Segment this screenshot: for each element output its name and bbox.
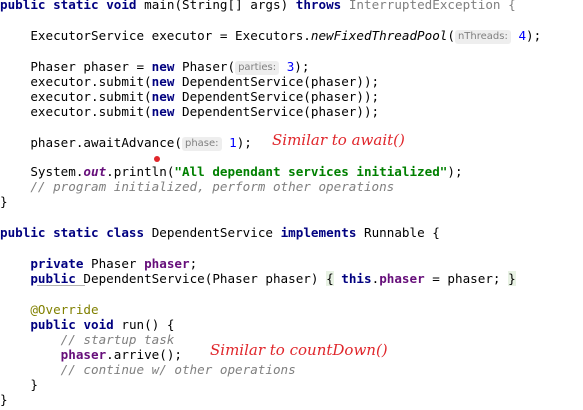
code-comment: // startup task bbox=[0, 332, 175, 347]
field-name: phaser bbox=[60, 347, 107, 362]
field-name: phaser bbox=[379, 271, 425, 286]
field-name: phaser bbox=[144, 256, 190, 271]
method-name: main(String[] args) bbox=[136, 0, 296, 12]
code-line-close-brace: } bbox=[0, 377, 38, 392]
code-line-println: System.out.println("All dependant servic… bbox=[0, 162, 463, 182]
keyword: public bbox=[0, 0, 46, 12]
code-line-phaser-decl: Phaser phaser = new Phaser(parties: 3); bbox=[0, 57, 309, 77]
code-line-main-signature: public static void main(String[] args) t… bbox=[0, 0, 516, 15]
code-text: phaser.awaitAdvance( bbox=[0, 135, 182, 150]
keyword: public bbox=[30, 271, 76, 286]
code-text: DependentService(Phaser phaser) bbox=[75, 271, 327, 286]
code-line-submit: executor.submit(new DependentService(pha… bbox=[0, 87, 379, 107]
caret-line-marker bbox=[37, 285, 85, 286]
code-comment: // continue w/ other operations bbox=[0, 362, 296, 377]
keyword: implements bbox=[280, 225, 357, 240]
keyword: static bbox=[53, 225, 99, 240]
code-text: DependentService(phaser)); bbox=[174, 89, 380, 104]
code-line-run-signature: public void run() { bbox=[0, 315, 174, 335]
code-text: DependentService(phaser)); bbox=[174, 104, 380, 119]
code-comment: // program initialized, perform other op… bbox=[0, 179, 395, 194]
static-field: out bbox=[83, 164, 107, 179]
keyword: throws bbox=[295, 0, 342, 12]
code-text: ExecutorService executor = Executors. bbox=[0, 28, 311, 43]
param-hint: phase: bbox=[181, 137, 222, 151]
number-literal: 4 bbox=[518, 28, 527, 43]
code-text: ); bbox=[236, 135, 252, 150]
code-text: Runnable { bbox=[356, 225, 440, 240]
folded-brace-close: } bbox=[508, 271, 516, 286]
code-text: Phaser phaser = bbox=[0, 59, 152, 74]
code-text: executor.submit( bbox=[0, 74, 152, 89]
class-name: DependentService bbox=[144, 225, 281, 240]
keyword: new bbox=[151, 104, 175, 119]
code-text: = phaser; bbox=[424, 271, 509, 286]
breakpoint-dot bbox=[154, 156, 160, 162]
code-text: run() { bbox=[113, 317, 175, 332]
static-method: newFixedThreadPool bbox=[310, 28, 448, 43]
keyword: public bbox=[30, 317, 76, 332]
code-line-submit: executor.submit(new DependentService(pha… bbox=[0, 72, 379, 92]
code-line-field-decl: private Phaser phaser; bbox=[0, 254, 197, 274]
code-line-constructor: public DependentService(Phaser phaser) {… bbox=[0, 269, 516, 289]
string-literal: "All dependant services initialized" bbox=[174, 164, 448, 179]
code-indent bbox=[0, 271, 30, 286]
number-literal: 1 bbox=[229, 135, 237, 150]
keyword: this bbox=[341, 271, 372, 286]
keyword: void bbox=[83, 317, 114, 332]
code-line-close-brace: } bbox=[0, 392, 8, 407]
code-line-submit: executor.submit(new DependentService(pha… bbox=[0, 102, 379, 122]
code-annotation-override: @Override bbox=[0, 302, 99, 317]
handwritten-note-countdown: Similar to countDown() bbox=[210, 341, 388, 359]
code-line-await-advance: phaser.awaitAdvance(phase: 1); bbox=[0, 133, 252, 153]
code-line-close-brace: } bbox=[0, 194, 8, 209]
number-literal: 3 bbox=[286, 59, 295, 74]
code-text: System. bbox=[0, 164, 84, 179]
code-text: .println( bbox=[106, 164, 175, 179]
code-line-executor: ExecutorService executor = Executors.new… bbox=[0, 26, 541, 46]
code-line-arrive: phaser.arrive(); bbox=[0, 345, 182, 365]
folded-brace-open: { bbox=[326, 271, 334, 286]
keyword: public bbox=[0, 225, 46, 240]
exception-type: InterruptedException { bbox=[341, 0, 516, 12]
code-text: . bbox=[371, 271, 380, 286]
param-hint: parties: bbox=[235, 61, 280, 75]
keyword: private bbox=[30, 256, 84, 271]
code-text: ); bbox=[294, 59, 310, 74]
code-text: Phaser bbox=[83, 256, 145, 271]
code-text: Phaser( bbox=[174, 59, 236, 74]
keyword: static bbox=[53, 0, 99, 12]
param-hint: nThreads: bbox=[454, 30, 511, 44]
code-text: ( bbox=[447, 28, 455, 43]
keyword: new bbox=[151, 74, 175, 89]
keyword: void bbox=[106, 0, 137, 12]
keyword: class bbox=[106, 225, 145, 240]
code-text: .arrive(); bbox=[106, 347, 182, 362]
keyword: new bbox=[151, 59, 175, 74]
code-line-class-signature: public static class DependentService imp… bbox=[0, 223, 440, 243]
code-text: DependentService(phaser)); bbox=[174, 74, 380, 89]
code-text: ); bbox=[447, 164, 463, 179]
code-text: ); bbox=[526, 28, 542, 43]
handwritten-note-await: Similar to await() bbox=[272, 131, 405, 149]
keyword: new bbox=[151, 89, 175, 104]
code-text: executor.submit( bbox=[0, 89, 152, 104]
code-text: executor.submit( bbox=[0, 104, 152, 119]
code-text: ; bbox=[189, 256, 198, 271]
